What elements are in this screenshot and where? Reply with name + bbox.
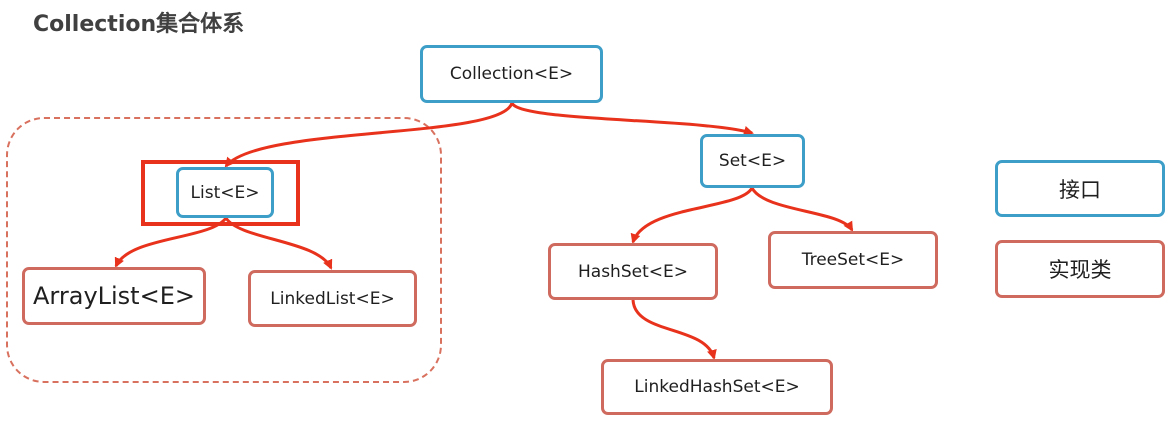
- legend-implementation-label: 实现类: [1048, 258, 1112, 282]
- node-linkedhashset-label: LinkedHashSet<E>: [634, 377, 800, 397]
- node-set: Set<E>: [700, 134, 805, 188]
- node-linkedhashset: LinkedHashSet<E>: [601, 359, 833, 415]
- node-list: List<E>: [176, 167, 274, 218]
- arrow-hashset-to-linkedhashset: [631, 299, 717, 360]
- node-linkedlist: LinkedList<E>: [248, 270, 417, 327]
- list-group-outline: [6, 117, 442, 383]
- arrow-list-to-arraylist: [114, 216, 228, 268]
- arrow-collection-to-list: [224, 102, 514, 168]
- arrow-list-to-linkedlist: [224, 217, 333, 270]
- node-arraylist: ArrayList<E>: [22, 267, 206, 325]
- legend-interface-label: 接口: [1059, 177, 1101, 202]
- node-hashset: HashSet<E>: [548, 243, 718, 300]
- node-arraylist-label: ArrayList<E>: [33, 282, 195, 310]
- node-set-label: Set<E>: [718, 151, 787, 171]
- arrow-set-to-treeset: [750, 187, 854, 232]
- node-linkedlist-label: LinkedList<E>: [270, 288, 395, 309]
- node-treeset: TreeSet<E>: [768, 231, 938, 289]
- legend-interface: 接口: [995, 160, 1165, 217]
- node-collection: Collection<E>: [420, 45, 603, 103]
- node-list-label: List<E>: [190, 182, 260, 203]
- arrow-collection-to-set: [510, 101, 754, 136]
- node-hashset-label: HashSet<E>: [578, 261, 688, 282]
- legend-implementation: 实现类: [995, 240, 1165, 298]
- node-treeset-label: TreeSet<E>: [801, 250, 905, 270]
- arrow-set-to-hashset: [630, 187, 754, 244]
- node-collection-label: Collection<E>: [449, 64, 574, 84]
- diagram-title: Collection集合体系: [33, 12, 245, 37]
